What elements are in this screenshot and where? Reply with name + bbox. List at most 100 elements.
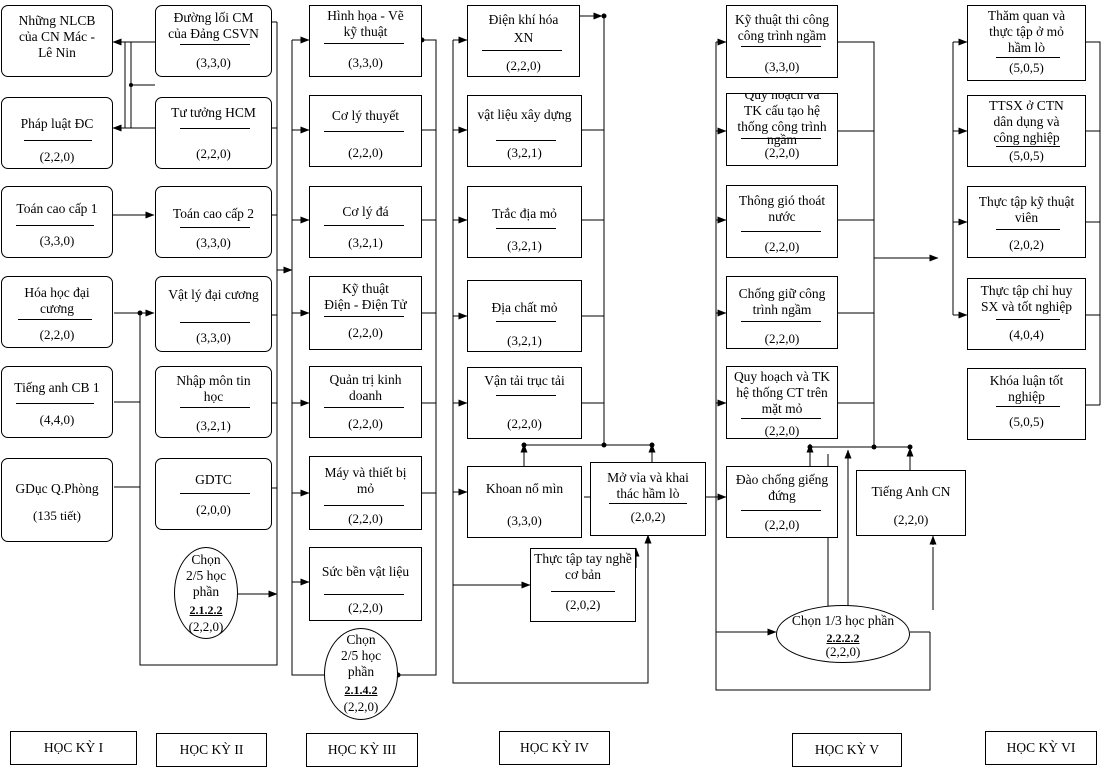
course-title: trình ngầm: [752, 302, 812, 317]
course-title: Khóa luận tốt: [989, 373, 1064, 388]
course-credits: (2,2,0): [348, 145, 383, 160]
course-credits: (3,2,1): [196, 418, 231, 433]
course-title: Toán cao cấp 2: [172, 206, 255, 221]
course-title: XN: [513, 30, 534, 45]
course-credits: (2,2,0): [764, 423, 800, 438]
course-title: Đường lối CM: [173, 10, 254, 25]
course-dien-khi-hoa-xn: Điện khí hóa XN (2,2,0): [467, 5, 580, 77]
course-title: Tiếng anh CB 1: [14, 380, 100, 395]
course-gduc-q-phong: GDục Q.Phòng (135 tiết): [1, 458, 113, 542]
course-title: công nghiệp: [993, 130, 1060, 145]
course-title: SX và tốt nghiệp: [980, 299, 1073, 314]
course-title: hệ thống CT trên: [736, 385, 828, 400]
elective-code: 2.1.4.2: [344, 683, 378, 697]
course-title: Vận tải trục tải: [484, 373, 565, 388]
course-khoa-luan-tot-nghiep: Khóa luận tốt nghiệp (5,0,5): [967, 368, 1086, 440]
course-credits: (2,2,0): [764, 331, 800, 346]
course-title: Quản trị kinh: [329, 372, 402, 387]
course-title: cương: [40, 301, 74, 316]
course-credits: (3,3,0): [196, 55, 231, 70]
course-credits: (2,2,0): [893, 512, 929, 527]
course-credits: (2,2,0): [507, 416, 542, 431]
course-quy-hoach-tk-ctn: Quy hoạch và TK cấu tạo hệ thống công tr…: [726, 93, 838, 166]
course-title: Những NLCB: [18, 13, 96, 28]
semester-label-4: HỌC KỲ IV: [499, 731, 610, 765]
elective-title: Chọn: [346, 632, 376, 647]
course-title: Hóa học đại: [24, 285, 90, 300]
course-ttsx-ctn: TTSX ở CTN dân dụng và công nghiệp (5,0,…: [967, 95, 1086, 167]
course-credits: (2,2,0): [348, 325, 383, 340]
course-title: Khoan nổ mìn: [485, 481, 564, 496]
course-credits: (2,2,0): [348, 416, 383, 431]
course-title: Trắc địa mỏ: [492, 206, 557, 221]
course-title: Máy và thiết bị: [324, 465, 407, 480]
course-suc-ben-vat-lieu: Sức bền vật liệu (2,2,0): [309, 547, 422, 621]
course-credits: (2,2,0): [39, 327, 75, 342]
elective-title: 2/5 học: [340, 648, 382, 663]
course-title: Thực tập chỉ huy: [980, 283, 1073, 298]
course-title: đứng: [768, 488, 796, 503]
elective-code: 2.2.2.2: [826, 631, 860, 645]
course-tham-quan-thuc-tap: Thăm quan và thực tập ở mỏ hầm lò (5,0,5…: [967, 5, 1086, 81]
course-title: Đào chống giếng: [735, 472, 829, 487]
course-credits: (2,2,0): [764, 145, 800, 160]
course-title: Quy hoạch và TK: [733, 369, 831, 384]
course-title: Sức bền vật liệu: [321, 564, 410, 579]
course-title: Chống giữ công: [738, 286, 826, 301]
course-tu-tuong-hcm: Tư tưởng HCM (2,2,0): [155, 97, 272, 169]
course-credits: (3,2,1): [348, 235, 383, 250]
course-thuc-tap-ky-thuat-vien: Thực tập kỹ thuật viên (2,0,2): [967, 186, 1086, 258]
course-nlcb: Những NLCB của CN Mác - Lê Nin: [1, 5, 113, 77]
course-quan-tri-kinh-doanh: Quản trị kinh doanh (2,2,0): [309, 366, 422, 438]
course-thuc-tap-chi-huy-sx: Thực tập chỉ huy SX và tốt nghiệp (4,0,4…: [967, 278, 1086, 350]
elective-code: 2.1.2.2: [189, 603, 223, 617]
course-credits: (4,0,4): [1009, 327, 1044, 342]
course-credits: (2,0,2): [630, 509, 666, 524]
course-trac-dia-mo: Trắc địa mỏ (3,2,1): [467, 186, 582, 258]
course-credits: (2,2,0): [348, 600, 383, 615]
course-credits: (2,2,0): [39, 149, 75, 164]
course-title: Cơ lý đá: [342, 204, 389, 219]
course-vat-ly-dai-cuong: Vật lý đại cương (3,3,0): [155, 276, 272, 352]
course-title: của CN Mác -: [18, 29, 96, 44]
course-title: cơ bản: [565, 567, 601, 582]
course-title: Địa chất mỏ: [491, 300, 558, 315]
course-thong-gio-thoat-nuoc: Thông gió thoát nước (2,2,0): [726, 185, 838, 258]
course-mo-via-va-khai-thac-ham-lo: Mở vỉa và khai thác hầm lò (2,0,2): [590, 462, 706, 536]
course-hinh-hoa-ve-ky-thuat: Hình họa - Vẽ kỹ thuật (3,3,0): [309, 5, 422, 77]
course-credits: (5,0,5): [1009, 60, 1044, 75]
course-title: Mở vỉa và khai: [607, 470, 689, 485]
course-dao-chong-gieng-dung: Đào chống giếng đứng (2,2,0): [726, 466, 838, 538]
semester-label-6: HỌC KỲ VI: [985, 731, 1097, 765]
course-title: nước: [768, 209, 796, 224]
elective-group-2122: Chọn 2/5 học phần 2.1.2.2 (2,2,0): [174, 547, 238, 639]
course-credits: (5,0,5): [1009, 414, 1044, 429]
course-title: mỏ: [356, 481, 375, 496]
course-duong-loi-cm: Đường lối CM của Đảng CSVN (3,3,0): [155, 5, 272, 77]
course-title: mặt mỏ: [761, 401, 803, 416]
course-quy-hoach-tk-mat-mo: Quy hoạch và TK hệ thống CT trên mặt mỏ …: [726, 366, 838, 439]
course-credits: (2,2,0): [764, 517, 800, 532]
course-credits: (3,2,1): [507, 238, 542, 253]
course-credits: (3,3,0): [348, 55, 383, 70]
course-vat-lieu-xay-dung: vật liệu xây dựng (3,2,1): [467, 95, 582, 167]
course-title: Pháp luật ĐC: [20, 116, 94, 131]
course-ky-thuat-dien-dien-tu: Kỹ thuật Điện - Điện Tử (2,2,0): [309, 276, 422, 350]
course-title: TTSX ở CTN: [989, 98, 1064, 113]
course-title: GDục Q.Phòng: [15, 481, 99, 496]
course-title: Nhập môn tin: [176, 373, 251, 388]
course-toan-cao-cap-1: Toán cao cấp 1 (3,3,0): [1, 186, 113, 258]
course-credits: (135 tiết): [32, 508, 81, 523]
elective-title: phần: [192, 584, 220, 599]
course-title: nghiệp: [1008, 389, 1045, 404]
course-title: Cơ lý thuyết: [331, 108, 400, 123]
course-credits: (3,3,0): [764, 59, 800, 74]
course-title: Thăm quan và: [987, 8, 1066, 23]
course-tieng-anh-cb-1: Tiếng anh CB 1 (4,4,0): [1, 366, 113, 438]
course-title: Quy hoạch và: [744, 93, 820, 102]
course-title: vật liệu xây dựng: [477, 107, 572, 122]
semester-label-1: HỌC KỲ I: [10, 731, 137, 765]
course-credits: (4,4,0): [39, 412, 75, 427]
course-title: GDTC: [195, 472, 232, 487]
